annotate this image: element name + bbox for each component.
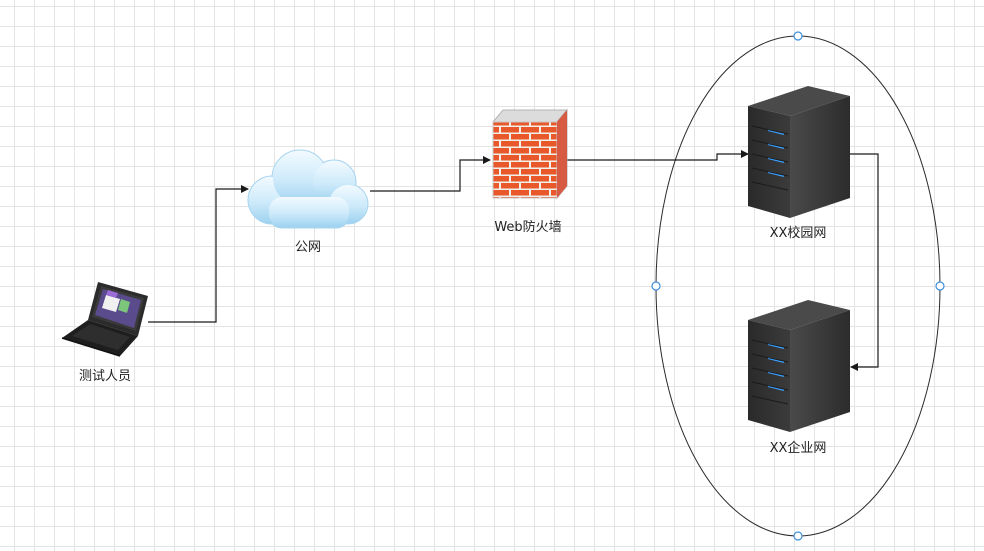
selection-handle-bottom[interactable]	[793, 531, 803, 541]
connector-campus-to-enterprise[interactable]	[850, 153, 879, 371]
selection-handle-top[interactable]	[793, 31, 803, 41]
cloud-icon[interactable]	[247, 149, 369, 229]
connector-firewall-to-campus[interactable]	[566, 150, 749, 161]
tester-label[interactable]: 测试人员	[78, 369, 132, 384]
connector-tester-to-internet[interactable]	[148, 185, 249, 323]
server-icon-enterprise[interactable]	[748, 300, 850, 432]
internet-label[interactable]: 公网	[294, 240, 322, 255]
connector-internet-to-firewall[interactable]	[370, 156, 491, 192]
campus-network-label[interactable]: XX校园网	[769, 226, 827, 241]
selection-handle-left[interactable]	[651, 281, 661, 291]
server-icon-campus[interactable]	[748, 86, 850, 218]
laptop-icon[interactable]	[61, 282, 148, 357]
firewall-icon[interactable]	[491, 108, 569, 200]
firewall-label[interactable]: Web防火墙	[494, 220, 562, 235]
selection-handle-right[interactable]	[935, 281, 945, 291]
enterprise-network-label[interactable]: XX企业网	[769, 441, 827, 456]
